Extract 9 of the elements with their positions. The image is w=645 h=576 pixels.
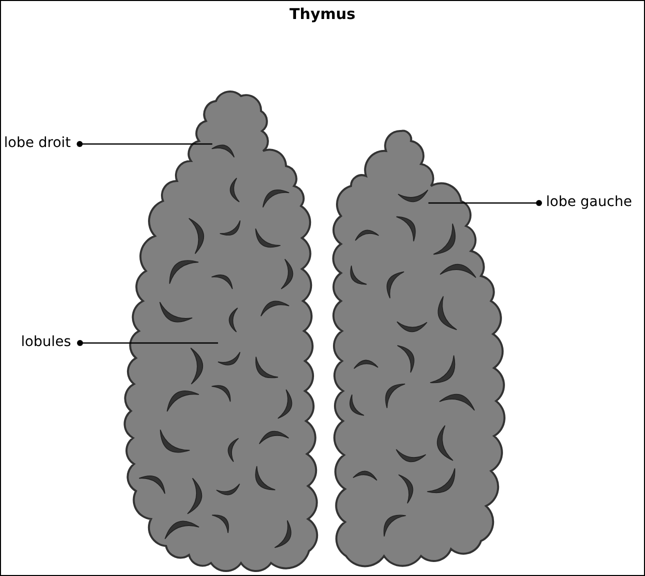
leader-line xyxy=(76,141,212,147)
part-label: lobe droit xyxy=(4,134,71,152)
thymus-lobe-drawing xyxy=(124,90,318,572)
part-label: lobules xyxy=(21,333,72,351)
leader-line xyxy=(77,340,218,346)
diagram-title: Thymus xyxy=(288,5,356,23)
thymus-lobe-drawing xyxy=(332,130,506,568)
part-label: lobe gauche xyxy=(546,193,632,211)
leader-line xyxy=(428,200,542,206)
